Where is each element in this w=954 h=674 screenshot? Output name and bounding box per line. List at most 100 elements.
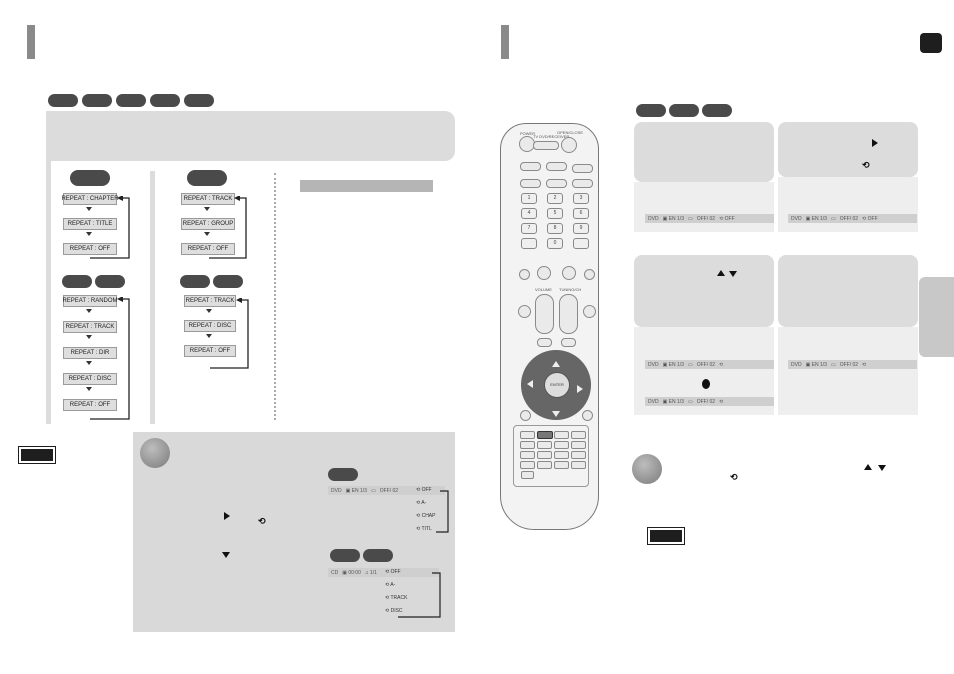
tuning-rocker[interactable] — [559, 294, 578, 334]
lower-keypad — [513, 425, 589, 487]
step-panel-4 — [778, 255, 918, 327]
osd-repeat-option: ⟲ A- — [385, 582, 396, 588]
osd-repeat-option: ⟲ OFF — [416, 487, 432, 493]
side-key-right[interactable] — [573, 238, 589, 249]
function-key[interactable] — [554, 451, 569, 459]
function-key[interactable] — [554, 431, 569, 439]
extra-button[interactable] — [521, 471, 534, 479]
step-panel-1-body — [634, 182, 774, 232]
down-arrow-icon — [204, 207, 210, 211]
mode-badge-cd — [62, 275, 92, 288]
repeat-button-highlight[interactable] — [537, 431, 553, 439]
function-key[interactable] — [571, 441, 586, 449]
function-key[interactable] — [537, 461, 552, 469]
side-button-left[interactable] — [518, 305, 531, 318]
number-key-9[interactable]: 9 — [573, 223, 589, 234]
osd-bar-cd: CD▣ 00:00♫ 1/1 — [328, 568, 439, 577]
number-key-7[interactable]: 7 — [521, 223, 537, 234]
disc-badge-vcd-r — [669, 104, 699, 117]
repeat-mode-box: REPEAT : OFF — [63, 243, 117, 255]
mode-badge-vcd — [187, 170, 227, 186]
osd-badge-cd — [330, 549, 360, 562]
enter-button[interactable]: ENTER — [544, 372, 570, 398]
function-key[interactable] — [571, 431, 586, 439]
function-key[interactable] — [537, 441, 552, 449]
disc-badge-cd-r — [702, 104, 732, 117]
function-key[interactable] — [554, 441, 569, 449]
osd-repeat-option: ⟲ TRACK — [385, 595, 408, 601]
side-button-right[interactable] — [583, 305, 596, 318]
mode-badge-mp3-2 — [213, 275, 243, 288]
loop-arrow-osd-dvd — [436, 490, 449, 533]
function-key[interactable] — [520, 431, 535, 439]
mode-badge-mp3 — [95, 275, 125, 288]
loop-arrow-mp3 — [209, 196, 247, 259]
ab-repeat-panel — [133, 432, 455, 632]
down-arrow-icon — [86, 207, 92, 211]
repeat-mode-box: REPEAT : TRACK — [184, 295, 236, 307]
loop-arrow-vcd — [210, 298, 249, 369]
number-key-5[interactable]: 5 — [547, 208, 563, 219]
repeat-mode-box: REPEAT : TITLE — [63, 218, 117, 230]
tv-dvd-label: TV DVD/RECEIVER — [533, 134, 570, 139]
repeat-mode-box: REPEAT : OFF — [181, 243, 235, 255]
number-key-3[interactable]: 3 — [573, 193, 589, 204]
number-key-4[interactable]: 4 — [521, 208, 537, 219]
right-title-marker — [501, 25, 509, 59]
power-label: POWER — [520, 131, 536, 136]
step-circle — [140, 438, 170, 468]
osd-repeat-option: ⟲ OFF — [385, 569, 401, 575]
return-button[interactable] — [520, 410, 531, 421]
down-arrow-icon — [222, 545, 230, 563]
remote-button-row1-a[interactable] — [520, 162, 541, 171]
repeat-mode-box: REPEAT : DISC — [63, 373, 117, 385]
number-key-0[interactable]: 0 — [547, 238, 563, 249]
function-key[interactable] — [520, 461, 535, 469]
remote-button-row2-c[interactable] — [572, 179, 593, 188]
function-key[interactable] — [520, 441, 535, 449]
stop-button[interactable] — [537, 266, 551, 280]
next-button[interactable] — [584, 269, 595, 280]
step-panel-4-body — [778, 327, 918, 415]
remote-button-row1-c[interactable] — [572, 164, 593, 173]
number-key-2[interactable]: 2 — [547, 193, 563, 204]
open-close-button[interactable] — [561, 137, 577, 153]
info-icon — [702, 379, 710, 389]
remote-button-row1-b[interactable] — [546, 162, 567, 171]
left-title-marker — [27, 25, 35, 59]
side-key-left[interactable] — [521, 238, 537, 249]
osd-bar-step1: DVD ▣ EN 1/3 ▭ OFF/ 02 ⟲ OFF — [645, 214, 774, 223]
osd-badge-dvd — [328, 468, 358, 481]
osd-repeat-option: ⟲ CHAP — [416, 513, 436, 519]
play-pause-button[interactable] — [562, 266, 576, 280]
remote-button-row2-b[interactable] — [546, 179, 567, 188]
osd-bar-step3a: DVD▣ EN 1/3▭OFF/ 02⟲ — [645, 360, 774, 369]
function-key[interactable] — [537, 451, 552, 459]
function-key[interactable] — [571, 451, 586, 459]
tv-dvd-switch[interactable] — [533, 141, 559, 150]
repeat-mode-box: REPEAT : CHAPTER — [61, 193, 119, 205]
repeat-mode-box: REPEAT : RANDOM — [62, 295, 118, 307]
number-key-6[interactable]: 6 — [573, 208, 589, 219]
function-key[interactable] — [520, 451, 535, 459]
repeat-icon: ⟲ — [258, 516, 266, 526]
mode-badge-dvd — [70, 170, 110, 186]
menu-button[interactable] — [537, 338, 552, 347]
repeat-mode-box: REPEAT : TRACK — [181, 193, 235, 205]
function-key[interactable] — [571, 461, 586, 469]
mute-button[interactable] — [582, 410, 593, 421]
enter-label: ENTER — [550, 382, 564, 387]
step-panel-2 — [778, 122, 918, 177]
volume-rocker[interactable] — [535, 294, 554, 334]
nav-up-icon — [552, 354, 560, 372]
number-key-8[interactable]: 8 — [547, 223, 563, 234]
osd-repeat-option: ⟲ DISC — [385, 608, 403, 614]
nav-left-icon — [527, 380, 533, 388]
prev-button[interactable] — [519, 269, 530, 280]
osd-repeat-option: ⟲ TITL — [416, 526, 432, 532]
nav-right-icon — [577, 380, 583, 398]
number-key-1[interactable]: 1 — [521, 193, 537, 204]
info-button[interactable] — [561, 338, 576, 347]
remote-button-row2-a[interactable] — [520, 179, 541, 188]
function-key[interactable] — [554, 461, 569, 469]
